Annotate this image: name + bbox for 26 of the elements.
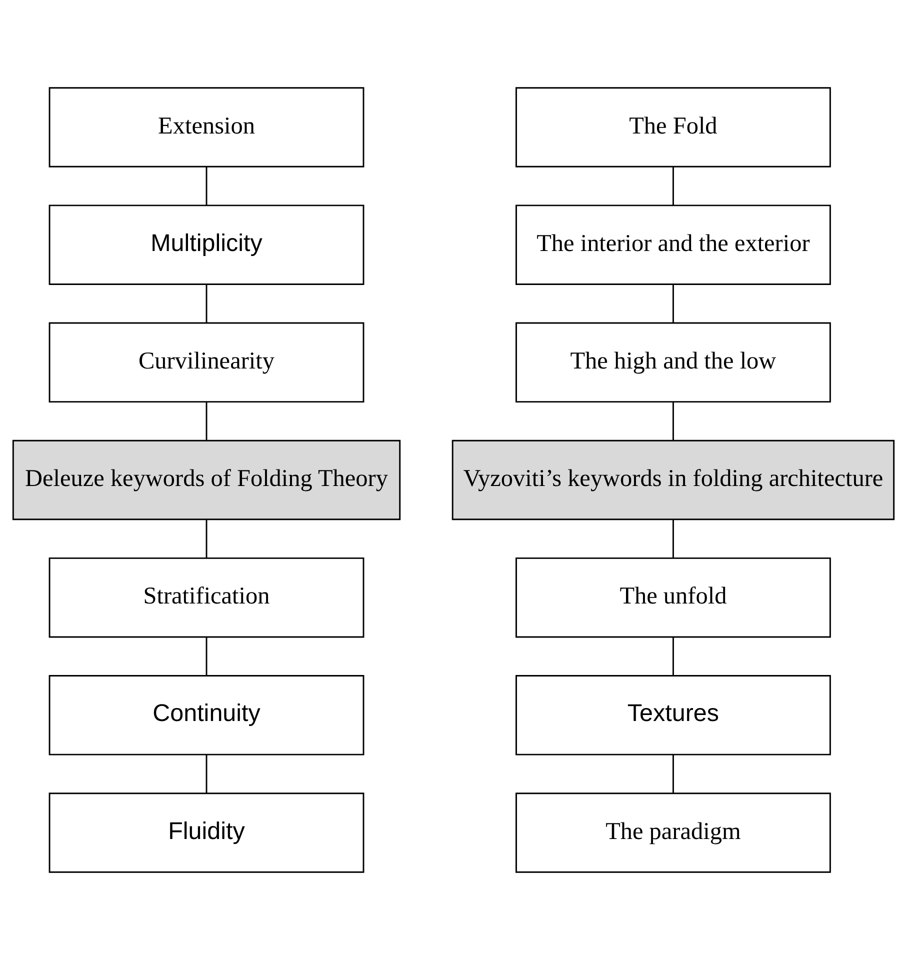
node-box: The paradigm (516, 792, 831, 873)
node-box: The unfold (516, 557, 831, 638)
node-box: Textures (516, 675, 831, 756)
node-box: Multiplicity (48, 204, 364, 285)
node-box: The high and the low (516, 322, 831, 403)
node-box: Deleuze keywords of Folding Theory (12, 440, 401, 520)
node-box: Fluidity (48, 792, 364, 873)
connector (672, 166, 674, 206)
connector (672, 520, 674, 558)
connector (206, 754, 208, 793)
connector (672, 402, 674, 440)
node-box: Stratification (48, 557, 364, 638)
node-box: Curvilinearity (48, 322, 364, 403)
connector (206, 166, 208, 206)
node-box: The Fold (516, 87, 831, 168)
connector (206, 402, 208, 440)
connector (206, 284, 208, 323)
node-box: The interior and the exterior (516, 204, 831, 285)
connector (672, 284, 674, 323)
connector (672, 637, 674, 676)
connector (206, 637, 208, 676)
node-box: Continuity (48, 675, 364, 756)
connector (206, 520, 208, 558)
node-box: Extension (48, 87, 364, 168)
node-box: Vyzoviti’s keywords in folding architecture (452, 440, 895, 520)
connector (672, 754, 674, 793)
